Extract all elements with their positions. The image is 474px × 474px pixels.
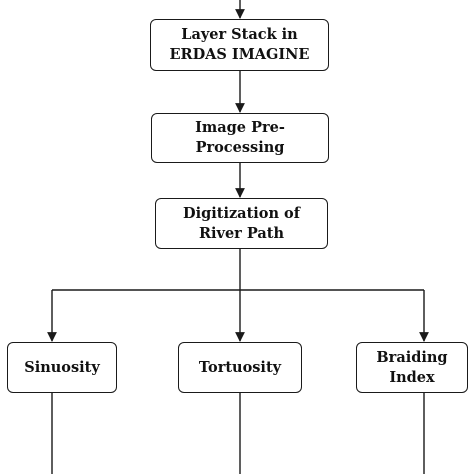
node-image-preprocessing: Image Pre-Processing [151,113,329,163]
node-sinuosity: Sinuosity [7,342,117,393]
node-digitization-river-path: Digitization of River Path [155,198,328,249]
node-tortuosity: Tortuosity [178,342,302,393]
node-braiding-index: Braiding Index [356,342,468,393]
node-layer-stack: Layer Stack in ERDAS IMAGINE [150,19,329,71]
